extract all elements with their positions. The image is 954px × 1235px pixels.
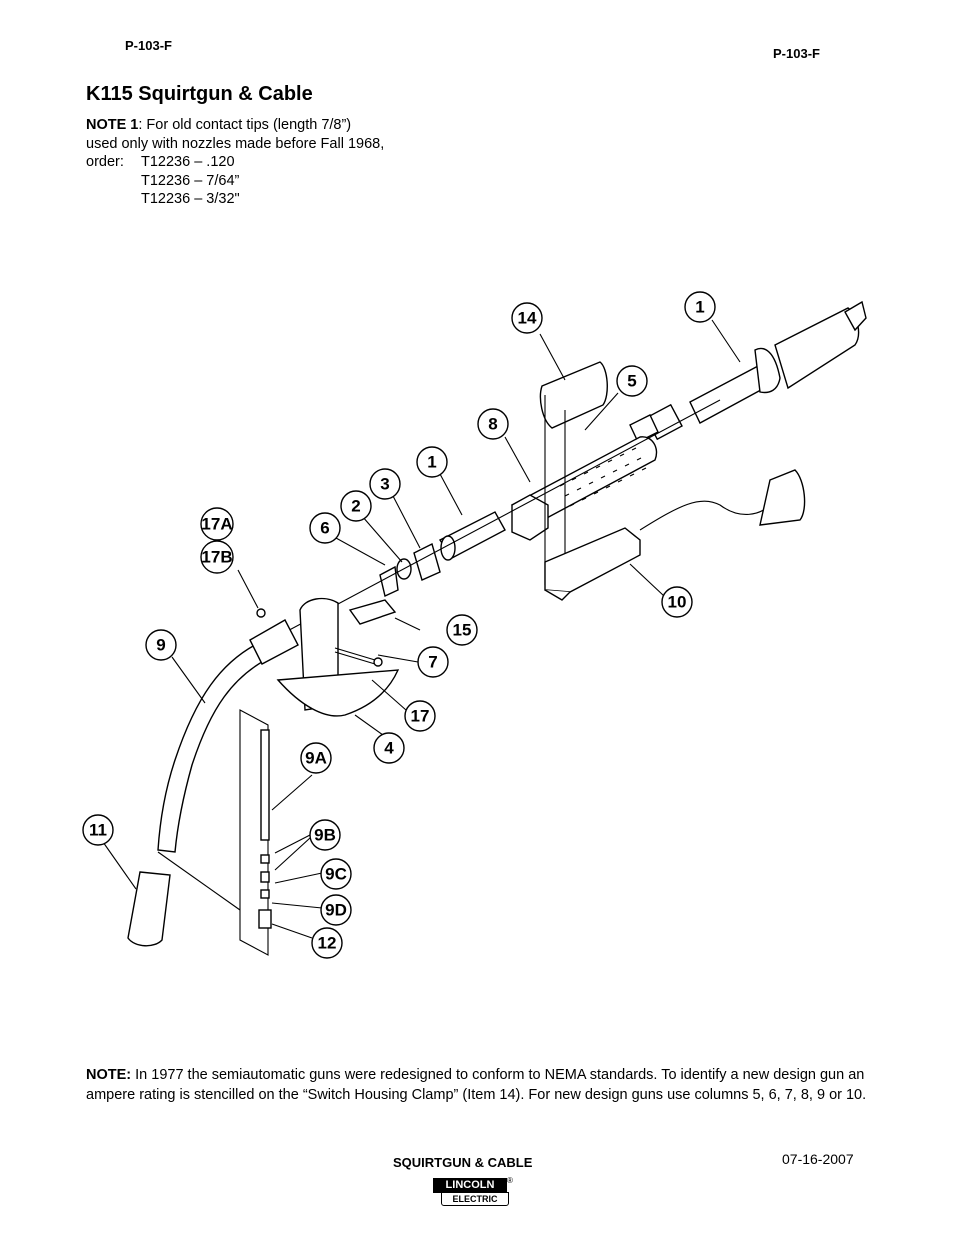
callout-9a: 9A [300, 742, 332, 774]
svg-text:15: 15 [453, 621, 472, 640]
nozzle-part [127, 871, 171, 947]
callout-10: 10 [661, 586, 693, 618]
note-1-part-2: T12236 – 7/64” [141, 172, 240, 189]
callout-9: 9 [145, 629, 177, 661]
callout-17a: 17A [200, 507, 234, 541]
svg-text:14: 14 [518, 309, 537, 328]
callout-2: 2 [340, 490, 372, 522]
callout-1-top: 1 [684, 291, 716, 323]
svg-text:17: 17 [411, 707, 430, 726]
svg-text:9B: 9B [314, 826, 336, 845]
svg-text:1: 1 [427, 453, 436, 472]
callout-9c: 9C [320, 858, 352, 890]
insulator-part [413, 542, 441, 581]
svg-text:9D: 9D [325, 901, 347, 920]
trigger-part [544, 527, 641, 593]
footer-title: SQUIRTGUN & CABLE [393, 1155, 533, 1170]
svg-text:9A: 9A [305, 749, 327, 768]
svg-text:17B: 17B [201, 548, 232, 567]
page-code-left: P-103-F [125, 38, 172, 53]
note-1-line1: : For old contact tips (length 7/8”) [138, 117, 352, 133]
svg-text:12: 12 [318, 934, 337, 953]
nema-note: NOTE: In 1977 the semiautomatic guns wer… [86, 1066, 876, 1105]
svg-text:1: 1 [695, 298, 704, 317]
callout-5: 5 [616, 365, 648, 397]
callout-17b: 17B [200, 540, 234, 574]
svg-text:4: 4 [384, 739, 394, 758]
cable-sleeve-part [774, 307, 860, 390]
page-title: K115 Squirtgun & Cable [86, 83, 313, 105]
svg-text:11: 11 [89, 821, 107, 840]
svg-text:10: 10 [668, 593, 687, 612]
switch-housing-clamp-part [539, 361, 608, 429]
callout-1-mid: 1 [416, 446, 448, 478]
callout-6: 6 [309, 512, 341, 544]
liner-part [260, 729, 270, 841]
note-1-part-3: T12236 – 3/32" [141, 191, 240, 207]
svg-text:9: 9 [156, 636, 165, 655]
callout-15: 15 [446, 614, 478, 646]
note-1-order-label: order: [86, 154, 124, 170]
callout-4: 4 [373, 732, 405, 764]
logo-registered-mark: ® [507, 1176, 513, 1185]
svg-text:6: 6 [320, 519, 329, 538]
note-1: NOTE 1: For old contact tips (length 7/8… [86, 116, 384, 209]
logo-top-text: LINCOLN [433, 1178, 507, 1193]
callout-8: 8 [477, 408, 509, 440]
callout-11: 11 [82, 814, 114, 846]
gun-tube-axis [279, 399, 721, 636]
nozzle-holder-part [379, 565, 399, 597]
callout-17: 17 [404, 700, 436, 732]
svg-text:7: 7 [428, 653, 437, 672]
svg-text:17A: 17A [201, 515, 232, 534]
callout-12: 12 [311, 927, 343, 959]
page-code-right: P-103-F [773, 46, 820, 61]
note-1-line2: used only with nozzles made before Fall … [86, 135, 385, 152]
cable-connector-part [754, 347, 781, 394]
svg-text:3: 3 [380, 475, 389, 494]
callout-9d: 9D [320, 894, 352, 926]
lincoln-electric-logo: LINCOLN ELECTRIC ® [433, 1176, 513, 1206]
svg-text:9C: 9C [325, 865, 347, 884]
nema-note-label: NOTE: [86, 1067, 132, 1083]
svg-text:8: 8 [488, 415, 497, 434]
callout-14: 14 [511, 302, 543, 334]
control-cable-part [639, 500, 771, 531]
callout-9b: 9B [309, 819, 341, 851]
leader-lines [102, 319, 741, 939]
gooseneck-part [157, 639, 277, 853]
callout-7: 7 [417, 646, 449, 678]
switch-box-part [348, 599, 397, 625]
set-screw-part [256, 608, 266, 618]
revision-date: 07-16-2007 [782, 1151, 854, 1167]
svg-text:5: 5 [627, 372, 636, 391]
svg-text:2: 2 [351, 497, 360, 516]
callout-3: 3 [369, 468, 401, 500]
contact-tip-part [258, 909, 272, 929]
logo-bottom-text: ELECTRIC [441, 1192, 509, 1206]
note-1-label: NOTE 1 [86, 117, 139, 133]
parts-drawing [127, 300, 867, 956]
note-1-part-1: T12236 – .120 [141, 154, 235, 170]
nema-note-text: In 1977 the semiautomatic guns were rede… [86, 1067, 867, 1103]
